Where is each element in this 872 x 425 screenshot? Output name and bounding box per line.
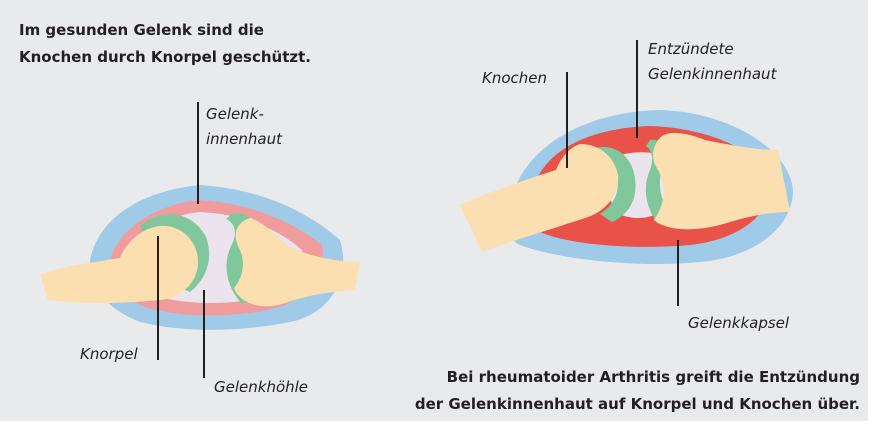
- arthritis-caption: Bei rheumatoider Arthritis greift die En…: [415, 364, 860, 418]
- arthritic-joint: [460, 110, 793, 264]
- label-arthritis-capsule: Gelenkkapsel: [688, 311, 789, 336]
- arthritis-caption-line-1: Bei rheumatoider Arthritis greift die En…: [415, 364, 860, 391]
- label-arthritis-synovium-line-2: Gelenkinnenhaut: [648, 62, 776, 87]
- healthy-joint-caption: Im gesunden Gelenk sind die Knochen durc…: [19, 17, 311, 71]
- label-arthritis-synovium: Entzündete Gelenkinnenhaut: [648, 37, 776, 87]
- label-healthy-cartilage: Knorpel: [80, 342, 138, 367]
- label-healthy-cavity: Gelenkhöhle: [214, 375, 308, 400]
- label-arthritis-synovium-line-1: Entzündete: [648, 37, 776, 62]
- label-healthy-synovium-line-1: Gelenk-: [206, 102, 282, 127]
- label-healthy-synovium: Gelenk- innenhaut: [206, 102, 282, 152]
- label-arthritis-bone: Knochen: [482, 66, 547, 91]
- label-healthy-synovium-line-2: innenhaut: [206, 127, 282, 152]
- healthy-joint: [40, 185, 360, 330]
- arthritis-caption-line-2: der Gelenkinnenhaut auf Knorpel und Knoc…: [415, 391, 860, 418]
- healthy-caption-line-1: Im gesunden Gelenk sind die: [19, 17, 311, 44]
- healthy-caption-line-2: Knochen durch Knorpel geschützt.: [19, 44, 311, 71]
